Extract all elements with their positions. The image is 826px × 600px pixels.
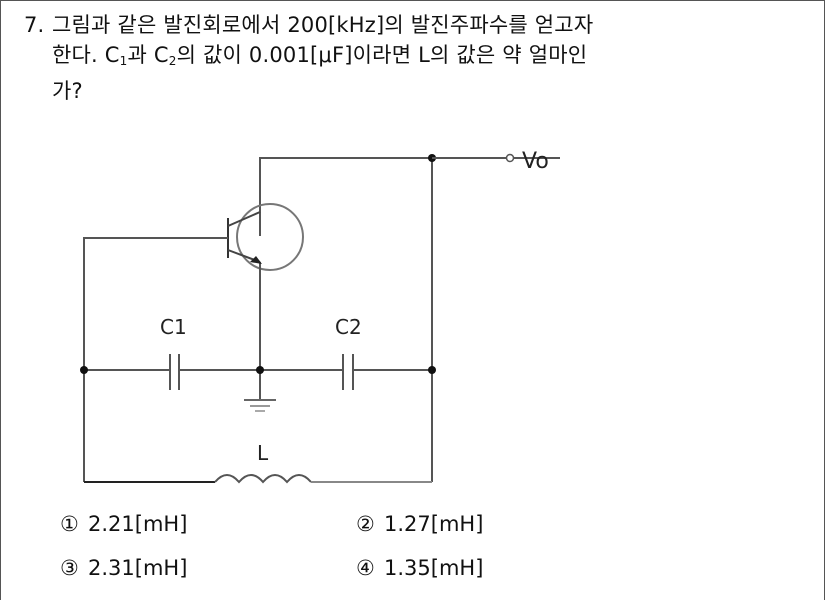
c2-label: C2 [335,315,362,339]
junction-dot [256,366,264,374]
question-line-3: 가? [52,79,83,103]
question-text: 7.그림과 같은 발진회로에서 200[kHz]의 발진주파수를 얻고자 한다.… [24,10,804,106]
output-terminal-icon [505,153,515,163]
junction-dot [80,366,88,374]
transistor-body [236,203,304,271]
base-wire [83,237,228,370]
emitter-arrow-icon [250,256,262,264]
transistor-collector [227,211,261,227]
inductor-coil-icon [214,474,312,484]
inductor-label: L [257,441,269,465]
question-line-1: 7.그림과 같은 발진회로에서 200[kHz]의 발진주파수를 얻고자 [24,10,804,40]
c1-label: C1 [160,315,187,339]
question-line-2: 한다. C1과 C2의 값이 0.001[μF]이라면 L의 값은 약 얼마인 [52,43,588,68]
collector-wire [259,157,560,236]
junction-dot [428,366,436,374]
oscillator-circuit-diagram: Vo C1 C2 L [80,149,560,484]
output-label: Vo [522,149,549,174]
question-number: 7. [24,13,45,37]
